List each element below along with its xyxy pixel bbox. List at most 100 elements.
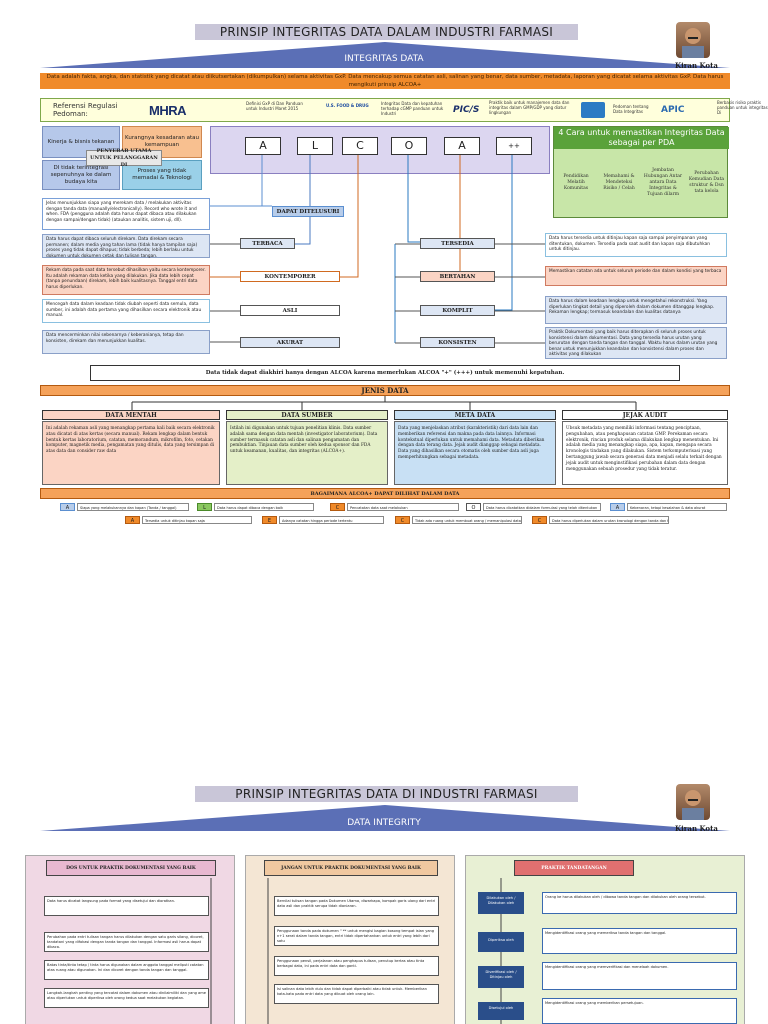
apic-text: Berbasis risiko praktis panduan untuk in… bbox=[717, 100, 768, 115]
legend-chip-enduring: E bbox=[262, 516, 277, 524]
signature-panel: PRAKTIK TANDATANGAN Dilakukan oleh / Dil… bbox=[465, 855, 745, 1024]
pda-title: 4 Cara untuk memastikan Integritas Data … bbox=[554, 127, 729, 149]
desc-legible: Data harus dapat dibaca seluruh direkam.… bbox=[42, 234, 210, 259]
root-causes-diagram: Kinerja & bisnis tekanan Kurangnya kesad… bbox=[42, 126, 202, 190]
who-text: Pedoman tentang Data Integritas bbox=[613, 104, 649, 114]
data-types-heading: JENIS DATA bbox=[40, 385, 730, 396]
legend-chip-consistent: C bbox=[532, 516, 547, 524]
dos-item-3: Batas tinta/tinta tetap / tinta harus di… bbox=[44, 960, 209, 980]
desc-complete: Data harus dalam keadaan lengkap untuk m… bbox=[545, 296, 727, 324]
legend-chip-a2: A bbox=[610, 503, 625, 511]
label-complete: KOMPLIT bbox=[420, 305, 495, 316]
legend-text-l: Data harus dapat dibaca dengan baik bbox=[214, 503, 314, 511]
sig-label-verified: Diverifikasi oleh / Ditinjau oleh bbox=[478, 966, 524, 988]
page2-title-triangle bbox=[40, 805, 730, 831]
page2-subtitle: DATA INTEGRITY bbox=[347, 818, 421, 828]
label-contemporaneous: KONTEMPORER bbox=[240, 271, 340, 282]
references-title: Referensi Regulasi Pedoman: bbox=[53, 102, 118, 118]
desc-contemporaneous: Rekam data pada saat data tersebut dihas… bbox=[42, 265, 210, 295]
dos-item-1: Data harus dicatat langsung pada format … bbox=[44, 896, 209, 916]
type-source-data-head: DATA SUMBER bbox=[226, 410, 388, 420]
desc-enduring: Memastikan catatan ada untuk seluruh per… bbox=[545, 266, 727, 286]
sig-text-verified: Mengidentifikasi orang yang memverifikas… bbox=[542, 962, 737, 990]
pda-cell-education: Pendidikan Melatih Komunitas bbox=[563, 174, 589, 191]
definition-band: Data adalah fakta, angka, dan statistik … bbox=[40, 73, 730, 89]
alcoa-letter-l: L bbox=[297, 137, 333, 155]
legend-text-a2: Kebenaran, tetapi kesalahan & data akura… bbox=[627, 503, 727, 511]
pics-text: Praktik baik untuk manajemen data dan in… bbox=[489, 100, 570, 115]
label-enduring: BERTAHAN bbox=[420, 271, 495, 282]
type-raw-data-head: DATA MENTAH bbox=[42, 410, 220, 420]
legend-text-a: Siapa yang melakukannya dan kapan (Tanda… bbox=[77, 503, 189, 511]
donts-item-1: Bernilai tulisan tangan pada Dokumen Uta… bbox=[274, 896, 439, 916]
desc-accurate: Data mencerminkan nilai sebenarnya / keb… bbox=[42, 330, 210, 354]
legend-text-enduring: Adanya catatan hingga periode tertentu bbox=[279, 516, 384, 524]
legend-chip-o: O bbox=[466, 503, 481, 511]
legend-chip-c: C bbox=[330, 503, 345, 511]
type-meta-data-head: META DATA bbox=[394, 410, 556, 420]
section-subtitle: INTEGRITAS DATA bbox=[344, 54, 424, 64]
donts-item-2: Penggunaan tanda pada dokumen " ** untuk… bbox=[274, 926, 439, 946]
label-consistent: KONSISTEN bbox=[420, 337, 495, 348]
pda-cell-risk: Memahami & Mendeteksi Risiko / Celah bbox=[603, 174, 635, 191]
pics-logo: PIC/S bbox=[453, 105, 480, 115]
type-raw-data-body: Ini adalah rekaman asli yang menangkap p… bbox=[42, 421, 220, 485]
page2-author-name: Kiran Kota bbox=[675, 824, 718, 833]
author-name: Kiran Kota bbox=[675, 61, 718, 70]
fda-text: Integritas Data dan kepatuhan terhadap c… bbox=[381, 101, 444, 116]
dos-item-4: Langkah-langkah penting yang tercatat da… bbox=[44, 988, 209, 1008]
donts-panel: JANGAN UNTUK PRAKTIK DOKUMENTASI YANG BA… bbox=[245, 855, 455, 1024]
alcoa-in-data-heading: BAGAIMANA ALCOA+ DAPAT DILIHAT DALAM DAT… bbox=[40, 488, 730, 499]
legend-text-consistent: Data harus diperlukan dalam urutan krono… bbox=[549, 516, 669, 524]
alcoa-letter-a2: A bbox=[444, 137, 480, 155]
alcoa-box: A L C O A ++ bbox=[210, 126, 550, 174]
desc-available: Data harus tersedia untuk ditinjau kapan… bbox=[545, 233, 727, 257]
sig-text-performed: Orang ke harus dilakukan oleh / dibawa t… bbox=[542, 892, 737, 914]
author-photo bbox=[676, 22, 710, 58]
legend-chip-available: A bbox=[125, 516, 140, 524]
legend-text-o: Data harus dicatatkan didalam formulasi … bbox=[483, 503, 601, 511]
legend-text-complete: Tidak ada ruang untuk membuat orang / me… bbox=[412, 516, 522, 524]
dos-panel: DOS UNTUK PRAKTIK DOKUMENTASI YANG BAIK … bbox=[25, 855, 235, 1024]
donts-panel-head: JANGAN UNTUK PRAKTIK DOKUMENTASI YANG BA… bbox=[264, 860, 438, 876]
pda-box: 4 Cara untuk memastikan Integritas Data … bbox=[553, 126, 729, 218]
desc-original: Mencegah data dalam keadaan tidak diubah… bbox=[42, 299, 210, 323]
donts-item-4: Isi salinan data lebih dulu dan tidak da… bbox=[274, 984, 439, 1004]
fda-logo: U.S. FOOD & DRUG bbox=[326, 103, 369, 108]
who-logo-icon bbox=[581, 102, 605, 118]
label-accurate: AKURAT bbox=[240, 337, 340, 348]
label-legible: TERBACA bbox=[240, 238, 295, 249]
dos-panel-head: DOS UNTUK PRAKTIK DOKUMENTASI YANG BAIK bbox=[46, 860, 216, 876]
apic-logo: APIC bbox=[661, 105, 685, 115]
legend-chip-l: L bbox=[197, 503, 212, 511]
sig-label-checked: Diperiksa oleh bbox=[478, 932, 524, 952]
alcoa-letter-a1: A bbox=[245, 137, 281, 155]
mhra-text: Definisi GxP di Dan Panduan untuk Indust… bbox=[246, 101, 303, 111]
legend-text-available: Tersedia untuk ditinjau kapan saja bbox=[142, 516, 252, 524]
desc-consistent: Praktik Dokumentasi yang baik harus dite… bbox=[545, 327, 727, 359]
legend-chip-complete: C bbox=[395, 516, 410, 524]
type-audit-trail-body: Ubsuk metadata yang memiliki informasi t… bbox=[562, 421, 728, 485]
driver-center-label: PENYEBAB UTAMA UNTUK PELANGGARAN DI bbox=[86, 148, 162, 168]
alcoa-letter-c: C bbox=[342, 137, 378, 155]
data-types-arrows bbox=[131, 396, 637, 410]
legend-text-c: Pencatatan data saat melakukan bbox=[347, 503, 459, 511]
page-title: PRINSIP INTEGRITAS DATA DALAM INDUSTRI F… bbox=[195, 24, 578, 40]
sig-label-performed: Dilakukan oleh / Dilakukan oleh bbox=[478, 892, 524, 914]
page2-title: PRINSIP INTEGRITAS DATA DI INDUSTRI FARM… bbox=[195, 786, 578, 802]
label-original: ASLI bbox=[240, 305, 340, 316]
title-triangle bbox=[40, 42, 730, 68]
desc-traceable: Jelas menunjukkan siapa yang merekam dat… bbox=[42, 198, 210, 230]
dos-panel-lines bbox=[210, 878, 212, 1024]
label-traceable: DAPAT DITELUSURI bbox=[272, 206, 344, 217]
alcoa-letter-plus: ++ bbox=[496, 137, 532, 155]
alcoa-letter-o: O bbox=[391, 137, 427, 155]
label-available: TERSEDIA bbox=[420, 238, 495, 249]
sig-text-approved: Mengidentifikasi orang yang memberikan p… bbox=[542, 998, 737, 1024]
alcoa-plus-note: Data tidak dapat diakhiri hanya dengan A… bbox=[90, 365, 680, 381]
donts-panel-lines bbox=[267, 878, 269, 1024]
page2-author-photo bbox=[676, 784, 710, 820]
pda-cell-bridge: Jembatan Hubungan Antar antara Data Inte… bbox=[643, 168, 683, 197]
mhra-logo: MHRA bbox=[149, 103, 187, 118]
signature-panel-head: PRAKTIK TANDATANGAN bbox=[514, 860, 634, 876]
